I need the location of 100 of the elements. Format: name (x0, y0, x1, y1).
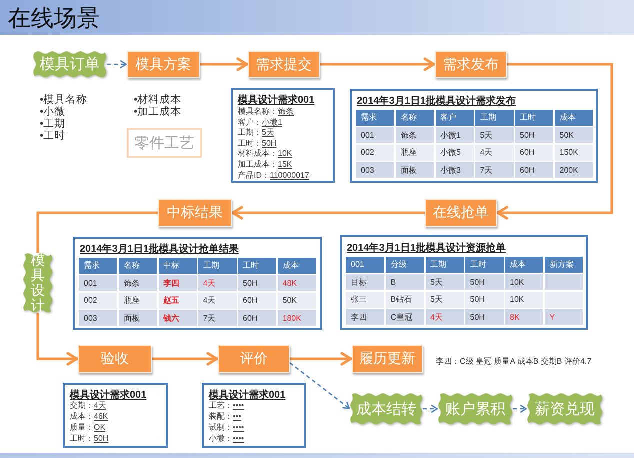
header-cell: 工期 (475, 110, 514, 126)
table-cell: 48K (278, 275, 316, 292)
info-card (231, 88, 335, 183)
wavy-box: 账户累积 (438, 393, 513, 425)
table-cell: 50K (278, 292, 316, 309)
table-cell: Y (544, 309, 583, 325)
table-cell: C皇冠 (386, 309, 424, 325)
field-label: 材料成本： (238, 149, 278, 158)
field-label: 装配： (209, 412, 233, 421)
dashed-arrow (423, 405, 438, 413)
field-label: 加工成本： (238, 160, 278, 169)
table-title: 2014年3月1日1批模具设计需求发布 (357, 94, 516, 108)
field-value: 小微1 (262, 118, 282, 127)
table-cell: 李四 (346, 309, 384, 325)
table-cell: 瓶座 (396, 144, 434, 161)
header-cell: 分级 (386, 257, 424, 273)
arrow (496, 63, 614, 220)
table-cell: 50H (465, 274, 504, 290)
list-item: •加工成本 (134, 105, 182, 119)
table-cell: 面板 (396, 162, 434, 178)
table-title: 2014年3月1日1批模具设计资源抢单 (347, 242, 506, 255)
field-label: 质量： (70, 423, 94, 432)
field-label: 工期： (238, 128, 262, 138)
table-cell: 5天 (426, 292, 464, 308)
field-label: 工时： (238, 138, 262, 148)
table-cell: 面板 (118, 310, 157, 326)
list-item: •材料成本 (134, 93, 182, 106)
field-value: •••• (233, 423, 244, 432)
title: 在线场景 (8, 4, 100, 33)
arrow (200, 58, 248, 72)
table-cell: 小微5 (436, 144, 474, 161)
arrow (152, 352, 218, 366)
header-cell: 中标 (158, 258, 197, 274)
wavy-box: 模具设计 (23, 253, 53, 313)
arrow (320, 58, 436, 72)
table-cell: 小微1 (436, 127, 474, 144)
info-card (202, 383, 306, 448)
header-cell: 需求 (79, 258, 118, 274)
process-box: 需求提交 (248, 51, 320, 78)
list-item: •模具名称 (40, 93, 88, 106)
table-cell: 10K (505, 274, 544, 290)
table-cell: 180K (278, 310, 316, 326)
table-cell: 赵五 (158, 292, 197, 309)
field-label: 产品ID： (238, 170, 270, 180)
header-cell: 001 (346, 257, 384, 273)
table-title: 2014年3月1日1批模具设计抢单结果 (80, 242, 239, 256)
header-cell: 工期 (198, 258, 236, 274)
header-cell: 工时 (238, 258, 276, 274)
list-item: •小微 (40, 105, 66, 118)
table-cell: 7天 (198, 310, 236, 326)
arrow (36, 313, 78, 366)
table-cell: 4天 (426, 309, 464, 325)
table-cell: 50K (554, 127, 593, 144)
card-heading: 模具设计需求001 (70, 388, 147, 401)
field-value: 4天 (94, 401, 106, 410)
process-box: 履历更新 (352, 345, 423, 373)
table-card (73, 237, 322, 330)
field-label: 工时： (70, 434, 94, 443)
header-cell: 工时 (465, 257, 504, 273)
field-value: 5天 (262, 128, 274, 138)
table-cell: 60H (238, 310, 276, 326)
faded-box: 零件工艺 (127, 128, 202, 158)
header-cell: 工时 (515, 110, 554, 126)
wavy-box: 薪资兑现 (527, 393, 603, 425)
table-cell: 60H (238, 292, 276, 309)
process-box: 评价 (218, 345, 290, 373)
table-cell: 50H (238, 275, 276, 292)
wavy-box: 成本结转 (350, 393, 423, 425)
field-value: ••• (233, 412, 242, 421)
table-cell: 60H (515, 144, 554, 161)
table-cell: 瓶座 (118, 292, 157, 309)
table-cell: 4天 (198, 292, 236, 309)
field-label: 成本： (70, 412, 94, 421)
field-value: 饰条 (278, 107, 294, 116)
card-heading: 模具设计需求001 (238, 94, 315, 107)
header-cell: 名称 (396, 110, 434, 126)
dashed-arrow (513, 405, 528, 413)
process-box: 中标结果 (158, 199, 232, 227)
table-cell: 饰条 (396, 127, 434, 144)
table-cell: B (386, 274, 424, 290)
header-cell: 工期 (426, 257, 464, 273)
field-value: 10K (278, 149, 292, 158)
table-cell: B钻石 (386, 292, 424, 308)
note-text: 李四：C级 皇冠 质量A 成本B 交期B 评价4.7 (436, 356, 592, 367)
process-box: 验收 (78, 345, 152, 373)
table-cell: 目标 (346, 274, 384, 290)
table-cell: 001 (356, 127, 394, 144)
field-value: 50H (262, 138, 277, 148)
field-label: 模具名称： (238, 107, 278, 116)
table-cell: 001 (79, 275, 118, 292)
field-value: 15K (278, 160, 292, 169)
list-item: •工时 (40, 129, 66, 143)
header-cell: 成本 (554, 110, 593, 126)
table-cell: 10K (505, 292, 544, 308)
table-cell: 60H (515, 162, 554, 178)
info-card (63, 383, 168, 448)
table-cell: 李四 (158, 275, 197, 292)
table-cell: 003 (356, 162, 394, 178)
header-cell: 成本 (505, 257, 544, 273)
dashed-arrow (107, 60, 128, 68)
